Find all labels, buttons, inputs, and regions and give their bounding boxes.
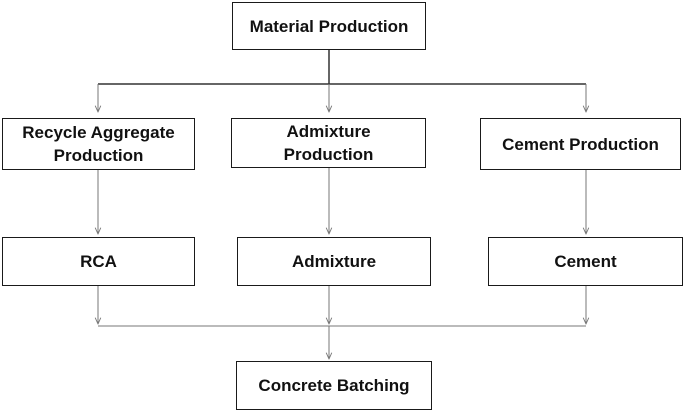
- concrete-batching-label: Concrete Batching: [258, 376, 410, 395]
- recycle-aggregate-production-label: Recycle Aggregate Production: [22, 123, 175, 165]
- admixture-production-label: Admixture Production: [283, 122, 374, 164]
- cement-production-label: Cement Production: [502, 134, 659, 154]
- admixture-production-box: Admixture Production: [231, 118, 426, 168]
- rca-label: RCA: [80, 252, 117, 271]
- material-production-label: Material Production: [249, 16, 409, 36]
- admixture-label: Admixture: [291, 252, 377, 271]
- cement-production-box: Cement Production: [480, 118, 681, 170]
- admixture-box: Admixture: [237, 237, 431, 286]
- recycle-aggregate-production-box: Recycle Aggregate Production: [2, 118, 195, 170]
- cement-label: Cement: [554, 252, 617, 271]
- material-production-box: Material Production: [232, 2, 426, 50]
- rca-box: RCA: [2, 237, 195, 286]
- cement-box: Cement: [488, 237, 683, 286]
- concrete-batching-box: Concrete Batching: [236, 361, 432, 410]
